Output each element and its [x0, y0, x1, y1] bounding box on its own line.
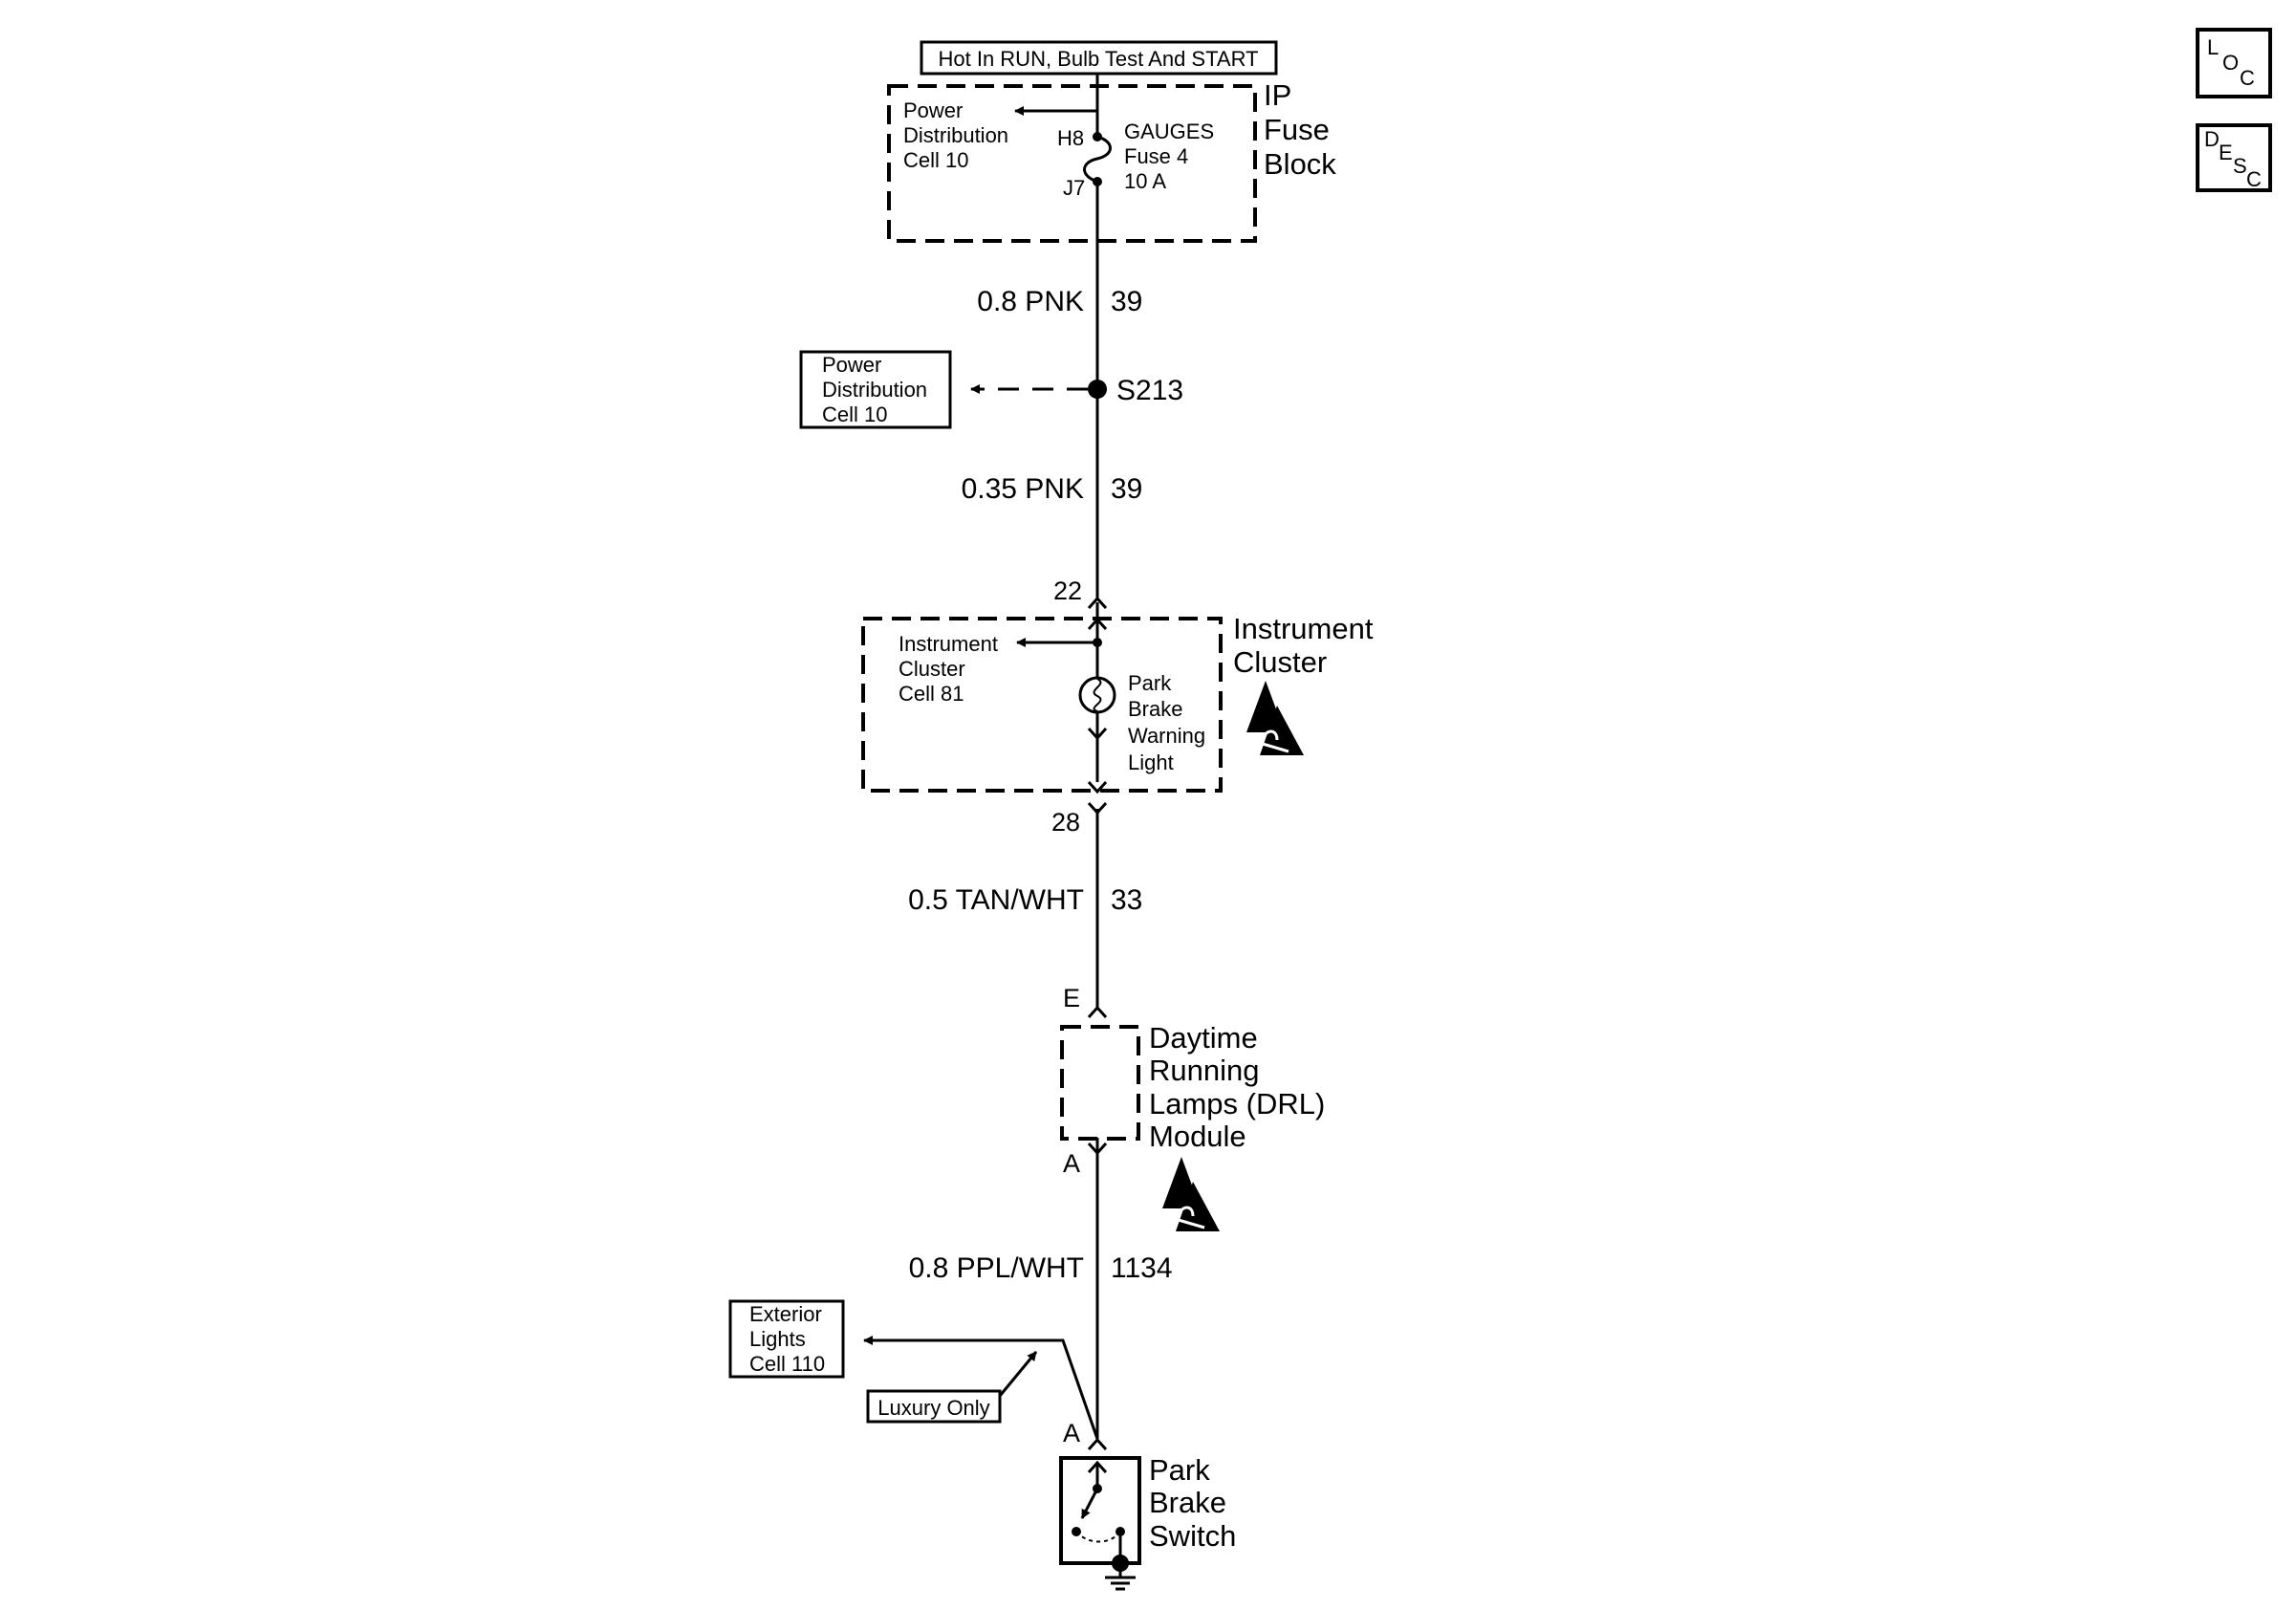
loc-letter-c: C	[2240, 66, 2255, 90]
park-brake-warning-lamp-icon	[1078, 676, 1116, 714]
desc-letter-e: E	[2219, 141, 2233, 164]
switch-contact	[1080, 1488, 1099, 1519]
desc-button[interactable]: D E S C	[2196, 123, 2272, 192]
hot-in-run-text: Hot In RUN, Bulb Test And START	[938, 47, 1258, 71]
fuse-block-name-3: Block	[1264, 147, 1336, 181]
switch-pin-a: A	[1063, 1419, 1080, 1447]
fuse-name-line-2: Fuse 4	[1124, 144, 1188, 168]
wire-2-circuit: 39	[1111, 473, 1142, 505]
drl-name-line-1: Daytime	[1149, 1021, 1258, 1055]
desc-letter-s: S	[2233, 154, 2247, 178]
lamp-line-2: Brake	[1128, 697, 1182, 721]
fuse-pin-j7: J7	[1063, 176, 1085, 200]
desc-letter-d: D	[2204, 127, 2220, 151]
exterior-lights-branch: Exterior Lights Cell 110 Luxury Only	[728, 1299, 1099, 1440]
cluster-name-line-1: Instrument	[1233, 612, 1374, 645]
esd-warning-icon	[1162, 1157, 1220, 1231]
loc-button[interactable]: L O C	[2196, 28, 2272, 98]
wire-2-gauge-color: 0.35 PNK	[962, 473, 1084, 505]
exterior-ref-line-2: Lights	[749, 1327, 806, 1351]
wire-1-circuit: 39	[1111, 286, 1142, 317]
wire-3-circuit: 33	[1111, 884, 1142, 916]
wire-4-circuit: 1134	[1111, 1252, 1173, 1284]
cluster-pin-22: 22	[1053, 577, 1082, 605]
loc-letter-l: L	[2207, 35, 2219, 59]
esd-warning-icon	[1246, 681, 1304, 755]
drl-module: E A Daytime Running Lamps (DRL) Module	[1060, 984, 1325, 1231]
fuse-power-dist-line-1: Power	[903, 98, 963, 122]
drl-pin-e: E	[1063, 984, 1080, 1012]
switch-name-line-3: Switch	[1149, 1519, 1236, 1553]
fuse-block-name-1: IP	[1264, 78, 1291, 112]
hot-in-run-label: Hot In RUN, Bulb Test And START	[920, 40, 1278, 76]
cluster-ref-line-3: Cell 81	[899, 682, 964, 706]
exterior-ref-line-1: Exterior	[749, 1302, 822, 1326]
splice-s213: S213 Power Distribution Cell 10	[799, 350, 1183, 429]
drl-name-line-2: Running	[1149, 1054, 1259, 1087]
park-brake-switch: A Park Brake Switch	[1059, 1419, 1236, 1591]
splice-ref-line-2: Distribution	[822, 378, 927, 402]
fuse-block-name-2: Fuse	[1264, 113, 1330, 146]
drl-name-line-4: Module	[1149, 1120, 1246, 1153]
cluster-ref-line-1: Instrument	[899, 632, 998, 656]
cluster-name-line-2: Cluster	[1233, 645, 1327, 679]
fuse-pin-h8: H8	[1057, 126, 1084, 150]
desc-letter-c: C	[2246, 167, 2262, 191]
splice-ref-line-3: Cell 10	[822, 402, 887, 426]
switch-name-line-1: Park	[1149, 1453, 1210, 1487]
fuse-power-dist-line-3: Cell 10	[903, 148, 968, 172]
luxury-only-text: Luxury Only	[877, 1396, 989, 1420]
lamp-line-4: Light	[1128, 751, 1174, 774]
fuse-name-line-3: 10 A	[1124, 169, 1166, 193]
wire-3-gauge-color: 0.5 TAN/WHT	[908, 884, 1084, 916]
drl-name-line-3: Lamps (DRL)	[1149, 1087, 1325, 1120]
ground-icon	[1105, 1555, 1136, 1591]
lamp-line-1: Park	[1128, 671, 1172, 695]
luxury-only-box	[866, 1389, 1002, 1424]
exterior-ref-line-3: Cell 110	[749, 1352, 825, 1376]
wire-1-gauge-color: 0.8 PNK	[977, 286, 1084, 317]
splice-ref-line-1: Power	[822, 353, 881, 377]
splice-id: S213	[1116, 375, 1183, 406]
ip-fuse-block: IP Fuse Block Power Distribution Cell 10…	[887, 78, 1336, 243]
fuse-symbol	[1083, 135, 1112, 184]
drl-pin-a: A	[1063, 1149, 1080, 1178]
loc-letter-o: O	[2222, 51, 2239, 75]
lamp-line-3: Warning	[1128, 724, 1205, 748]
wire-4-gauge-color: 0.8 PPL/WHT	[909, 1252, 1084, 1284]
fuse-name-line-1: GAUGES	[1124, 120, 1214, 143]
switch-name-line-2: Brake	[1149, 1486, 1226, 1519]
instrument-cluster: 22 Instrument Cluster Instrument Cluster…	[861, 577, 1374, 837]
cluster-pin-28: 28	[1051, 808, 1080, 837]
cluster-ref-line-2: Cluster	[899, 657, 965, 681]
fuse-power-dist-line-2: Distribution	[903, 123, 1008, 147]
